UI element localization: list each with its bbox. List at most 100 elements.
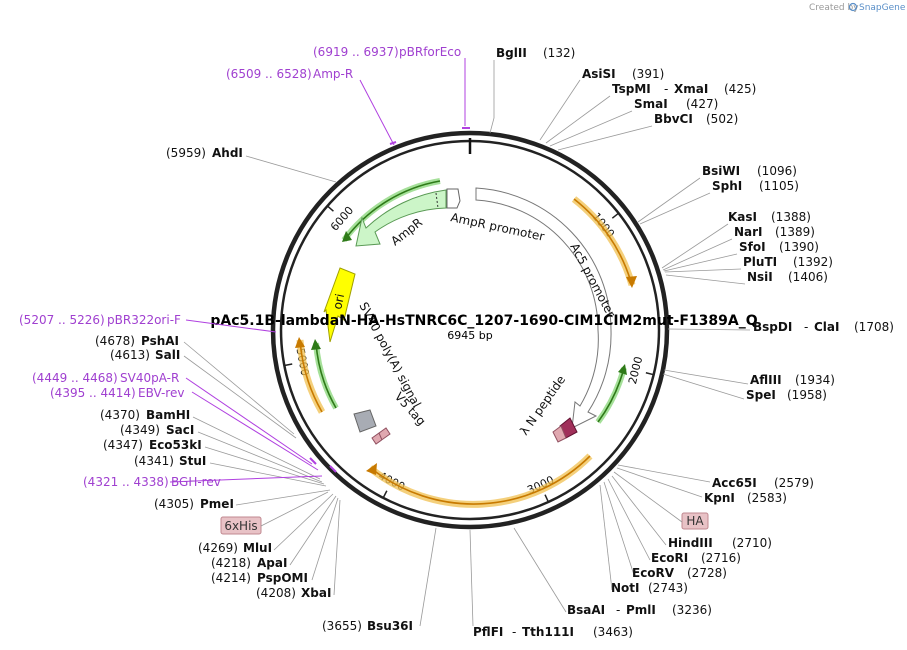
primer-bgh[interactable]: BGH-rev (171, 475, 221, 489)
site-spei[interactable]: SpeI (746, 388, 776, 402)
primer-leader-sv40pa (185, 377, 313, 465)
primer-pbrforeco[interactable]: pBRforEco (399, 45, 461, 59)
feature-ampr[interactable]: AmpR (355, 189, 447, 248)
leader-ecori (607, 478, 651, 561)
primer-leader-pbr322ori (185, 319, 277, 333)
site-sali-pos: (4613) (110, 348, 150, 362)
sv40-box (353, 409, 377, 433)
site-mlui[interactable]: MluI (243, 541, 272, 555)
ori-shape (323, 267, 356, 343)
leader-sfoi (663, 253, 738, 272)
leader-nari (662, 238, 733, 271)
tag-ha[interactable]: HA (613, 471, 709, 530)
primer-ampr[interactable]: Amp-R (313, 67, 353, 81)
primer-ebv[interactable]: EBV-rev (138, 386, 184, 400)
site-ahdi[interactable]: AhdI (212, 146, 243, 160)
site-nari[interactable]: NarI (734, 225, 763, 239)
site-eco53ki[interactable]: Eco53kI (149, 438, 202, 452)
green-arc-top-arrowhead (342, 231, 352, 242)
site-pmli[interactable]: PmlI (626, 603, 656, 617)
site-smai-pos: (427) (686, 97, 718, 111)
site-bsu36i[interactable]: Bsu36I (367, 619, 413, 633)
site-hindiii[interactable]: HindIII (668, 536, 713, 550)
site-pluti[interactable]: PluTI (743, 255, 777, 269)
tick-label-2000: 2000 (626, 355, 645, 385)
site-stui-pos: (4341) (134, 454, 174, 468)
site-pshai[interactable]: PshAI (141, 334, 179, 348)
site-kasi-pos: (1388) (771, 210, 811, 224)
site-pspomi-pos: (4214) (211, 571, 251, 585)
site-nsii[interactable]: NsiI (747, 270, 773, 284)
tag-ha-label: HA (686, 514, 704, 528)
site-smai[interactable]: SmaI (634, 97, 668, 111)
site-clai[interactable]: ClaI (814, 320, 839, 334)
site-kpni[interactable]: KpnI (704, 491, 735, 505)
site-pmei[interactable]: PmeI (200, 497, 234, 511)
green-arc-right-arrowhead (618, 364, 627, 375)
site-ecorv[interactable]: EcoRV (632, 566, 675, 580)
site-sali[interactable]: SalI (155, 348, 180, 362)
primer-mark-bgh (329, 465, 337, 473)
site-acc65i[interactable]: Acc65I (712, 476, 757, 490)
leader-ecorv (603, 481, 635, 576)
site-hindiii-pos: (2710) (732, 536, 772, 550)
site-bglii[interactable]: BglII (496, 46, 527, 60)
leader-pflfi (469, 529, 474, 627)
leader-xbai (333, 499, 341, 596)
leader-eco53ki (204, 446, 325, 485)
v5-box (371, 427, 391, 445)
site-tspmi[interactable]: TspMI (612, 82, 651, 96)
site-apai[interactable]: ApaI (257, 556, 287, 570)
site-xbai[interactable]: XbaI (301, 586, 331, 600)
orf-arc-main-core (371, 455, 591, 505)
green-arc-left (313, 342, 339, 410)
site-leader-lines (183, 60, 751, 627)
leader-stui (209, 462, 327, 487)
site-kasi[interactable]: KasI (728, 210, 757, 224)
site-eco53ki-pos: (4347) (103, 438, 143, 452)
site-bamhi[interactable]: BamHI (146, 408, 190, 422)
primer-sv40pa[interactable]: SV40pA-R (120, 371, 179, 385)
site-pflfi[interactable]: PflFI (473, 625, 503, 639)
tag-6xhis[interactable]: 6xHis (220, 491, 329, 535)
site-nsii-pos: (1406) (788, 270, 828, 284)
orf-arcs (295, 196, 637, 508)
site-bspdi[interactable]: BspDI (753, 320, 792, 334)
site-xmai[interactable]: XmaI (674, 82, 708, 96)
site-sphi[interactable]: SphI (712, 179, 742, 193)
ori-label: ori (330, 292, 347, 310)
leader-pmei (235, 489, 331, 506)
site-bsiwi[interactable]: BsiWI (702, 164, 740, 178)
leader-noti (599, 484, 613, 591)
orf-arc-upper-right-core (573, 198, 632, 283)
site-pmei-pos: (4305) (154, 497, 194, 511)
site-noti-pos: (2743) (648, 581, 688, 595)
feature-lambda-n[interactable] (552, 417, 578, 443)
leader-bsu36i (419, 527, 437, 627)
site-pspomi[interactable]: PspOMI (257, 571, 308, 585)
tick-mark-1000 (611, 212, 620, 219)
site-sfoi[interactable]: SfoI (739, 240, 766, 254)
orf-arc-left-arrowhead (295, 337, 305, 348)
plasmid-size: 6945 bp (447, 329, 492, 342)
site-asisi[interactable]: AsiSI (582, 67, 616, 81)
site-pluti-pos: (1392) (793, 255, 833, 269)
leader-kpni (616, 467, 703, 498)
site-tth111i[interactable]: Tth111I (522, 625, 574, 639)
site-afliii[interactable]: AflIII (750, 373, 782, 387)
site-bbvci[interactable]: BbvCI (654, 112, 693, 126)
site-noti[interactable]: NotI (611, 581, 640, 595)
leader-smai (549, 110, 633, 147)
primer-pbr322ori[interactable]: pBR322ori-F (107, 313, 181, 327)
v5-mark (378, 432, 383, 441)
site-sfoi-pos: (1390) (779, 240, 819, 254)
feature-ori[interactable]: ori (323, 267, 356, 343)
site-ecori[interactable]: EcoRI (651, 551, 688, 565)
site-stui[interactable]: StuI (179, 454, 206, 468)
site-saci[interactable]: SacI (166, 423, 194, 437)
primer-ebv-range: (4395 .. 4414) (50, 386, 136, 400)
site-ecori-pos: (2716) (701, 551, 741, 565)
leader-pshai (183, 341, 295, 435)
site-bsaai[interactable]: BsaAI (567, 603, 605, 617)
leader-acc65i (617, 464, 711, 483)
